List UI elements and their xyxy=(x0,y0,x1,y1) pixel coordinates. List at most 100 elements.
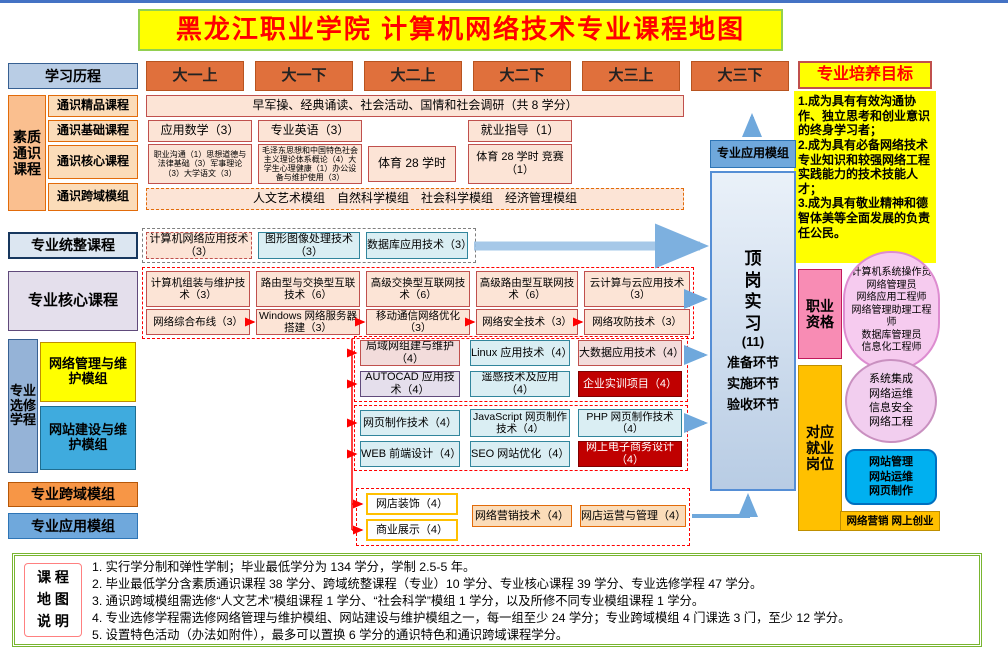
job-item: 网络工程 xyxy=(869,416,913,429)
integrated-courses-label: 专业统整课程 xyxy=(8,232,138,259)
qualification-item: 数据库管理员 xyxy=(861,329,922,341)
course-box-elective: AUTOCAD 应用技术（4） xyxy=(360,371,460,397)
notes-panel xyxy=(12,553,982,647)
semester-header: 大一下 xyxy=(255,61,353,91)
notes-list: 1. 实行学分制和弹性学制；毕业最低学分为 134 学分，学制 2.5-5 年。… xyxy=(92,559,970,647)
course-box-core: 网络攻防技术（3） xyxy=(584,309,690,335)
general-sub-label: 通识跨域模组 xyxy=(48,183,138,211)
network-mgmt-module-label: 网络管理与维护模组 xyxy=(40,342,136,402)
course-box-cross-domain: 商业展示（4） xyxy=(366,519,458,541)
notes-title: 课 程 地 图 说 明 xyxy=(24,563,82,637)
course-box-cross-domain: 网店运营与管理（4） xyxy=(580,505,686,527)
internship-line: 实 xyxy=(744,292,762,312)
internship-phase: 验收环节 xyxy=(726,397,779,413)
course-box-pe-1: 体育 28 学时 xyxy=(368,146,456,182)
job-item: 网页制作 xyxy=(869,485,913,498)
internship-line: 习 xyxy=(744,313,762,333)
semester-header: 大二下 xyxy=(473,61,571,91)
internship-line: 顶 xyxy=(744,249,762,269)
elective-program-label: 专业选修学程 xyxy=(8,339,38,473)
general-education-label: 素质通识课程 xyxy=(8,95,46,211)
course-box-integrated: 图形图像处理技术（3） xyxy=(258,232,360,259)
course-box-elective: PHP 网页制作技术（4） xyxy=(578,409,682,437)
course-box-general-modules: 人文艺术模组 自然科学模组 社会科学模组 经济管理模组 xyxy=(146,188,684,210)
cross-domain-outline xyxy=(356,488,690,546)
note-item: 5. 设置特色活动（办法如附件），最多可以置换 6 学分的通识特色和通识跨域课程… xyxy=(92,628,569,642)
learning-path-label: 学习历程 xyxy=(8,63,138,89)
course-box-core: 路由型与交换型互联技术（6） xyxy=(256,271,360,307)
job-item: 网络运维 xyxy=(869,387,913,400)
internship-phase: 准备环节 xyxy=(726,355,779,371)
general-sub-label: 通识精品课程 xyxy=(48,95,138,117)
course-box-core: 计算机组装与维护技术（3） xyxy=(146,271,250,307)
jobs-group-network: 系统集成 网络运维 信息安全 网络工程 xyxy=(845,359,937,443)
course-box-integrated: 数据库应用技术（3） xyxy=(366,232,468,259)
course-box-english: 专业英语（3） xyxy=(258,120,362,142)
notes-title-line: 说 明 xyxy=(37,612,69,629)
course-box-elective: 局域网组建与维护（4） xyxy=(360,340,460,366)
qualification-item: 信息化工程师 xyxy=(861,342,922,354)
jobs-group-website: 网站管理 网站运维 网页制作 xyxy=(845,449,937,505)
job-item: 网站管理 xyxy=(869,455,913,468)
course-box-politics-2: 毛泽东思想和中国特色社会主义理论体系概论（4）大学生心理健康（1）办公设备与维护… xyxy=(258,144,362,184)
website-build-module-label: 网站建设与维护模组 xyxy=(40,406,136,470)
qualification-item: 网络管理助理工程师 xyxy=(851,304,932,329)
course-box-cross-domain: 网店装饰（4） xyxy=(366,493,458,515)
course-box-core: Windows 网络服务器搭建（3） xyxy=(256,309,360,335)
course-box-core: 高级路由型互联网技术（6） xyxy=(476,271,578,307)
internship-credits: (11) xyxy=(741,334,765,350)
job-item: 网站运维 xyxy=(869,470,913,483)
course-box-core: 高级交换型互联网技术（6） xyxy=(366,271,470,307)
course-box-elective: JavaScript 网页制作技术（4） xyxy=(470,409,570,437)
job-item: 信息安全 xyxy=(869,402,913,414)
semester-header: 大三下 xyxy=(691,61,789,91)
application-module-header: 专业应用模组 xyxy=(710,140,796,168)
notes-title-line: 课 程 xyxy=(37,569,69,586)
elective-group1-outline xyxy=(354,336,688,402)
course-box-core: 网络安全技术（3） xyxy=(476,309,578,335)
course-box-politics-1: 职业沟通（1）思想道德与法律基础（3）军事理论（3）大学语文（3） xyxy=(148,144,252,184)
core-courses-label: 专业核心课程 xyxy=(8,271,138,331)
course-box-core: 移动通信网络优化（3） xyxy=(366,309,470,335)
semester-header: 大三上 xyxy=(582,61,680,91)
internship-phase: 实施环节 xyxy=(726,376,779,392)
note-item: 1. 实行学分制和弹性学制；毕业最低学分为 134 学分，学制 2.5-5 年。 xyxy=(92,560,476,574)
course-box-activities: 早军操、经典诵读、社会活动、国情和社会调研（共 8 学分） xyxy=(146,95,684,117)
semester-header: 大一上 xyxy=(146,61,244,91)
notes-title-line: 地 图 xyxy=(37,591,69,608)
course-box-elective: SEO 网站优化（4） xyxy=(470,441,570,467)
course-box-math: 应用数学（3） xyxy=(148,120,252,142)
qualification-label: 职业资格 xyxy=(798,269,842,359)
elective-group2-outline xyxy=(354,405,688,471)
semester-header: 大二上 xyxy=(364,61,462,91)
general-sub-label: 通识核心课程 xyxy=(48,145,138,179)
course-box-elective: 大数据应用技术（4） xyxy=(578,340,682,366)
qualification-item: 网络管理员 xyxy=(866,279,917,291)
qualification-list: 计算机系统操作员 网络管理员 网络应用工程师 网络管理助理工程师 数据库管理员 … xyxy=(843,251,940,371)
course-box-elective: 网页制作技术（4） xyxy=(360,410,460,436)
qualification-item: 计算机系统操作员 xyxy=(851,267,932,279)
course-box-elective-highlight: 网上电子商务设计（4） xyxy=(578,441,682,467)
job-item: 系统集成 xyxy=(869,373,913,386)
internship-line: 岗 xyxy=(744,270,762,290)
course-box-pe-2: 体育 28 学时 竞赛（1） xyxy=(468,144,572,184)
course-box-elective: Linux 应用技术（4） xyxy=(470,340,570,366)
course-box-cross-domain: 网络营销技术（4） xyxy=(472,505,572,527)
general-sub-label: 通识基础课程 xyxy=(48,120,138,142)
note-item: 4. 专业选修学程需选修网络管理与维护模组、网站建设与维护模组之一，每一组至少 … xyxy=(92,611,851,625)
qualification-item: 网络应用工程师 xyxy=(856,292,927,304)
course-box-elective-highlight: 企业实训项目（4） xyxy=(578,371,682,397)
cross-domain-label: 专业跨域模组 xyxy=(8,482,138,507)
jobs-group-marketing: 网络营销 网上创业 xyxy=(840,511,940,531)
page-title: 黑龙江职业学院 计算机网络技术专业课程地图 xyxy=(138,9,783,51)
course-box-elective: 遥感技术及应用（4） xyxy=(470,371,570,397)
note-item: 2. 毕业最低学分含素质通识课程 38 学分、跨域统整课程（专业）10 学分、专… xyxy=(92,577,763,591)
course-box-career-guidance: 就业指导（1） xyxy=(468,120,572,142)
course-box-core: 网络综合布线（3） xyxy=(146,309,250,335)
note-item: 3. 通识跨域模组需选修“人文艺术”模组课程 1 学分、“社会科学”模组 1 学… xyxy=(92,594,705,608)
course-box-elective: WEB 前端设计（4） xyxy=(360,441,460,467)
application-module-label: 专业应用模组 xyxy=(8,513,138,539)
training-goals-title: 专业培养目标 xyxy=(798,61,932,89)
jobs-label: 对应就业岗位 xyxy=(798,365,842,531)
